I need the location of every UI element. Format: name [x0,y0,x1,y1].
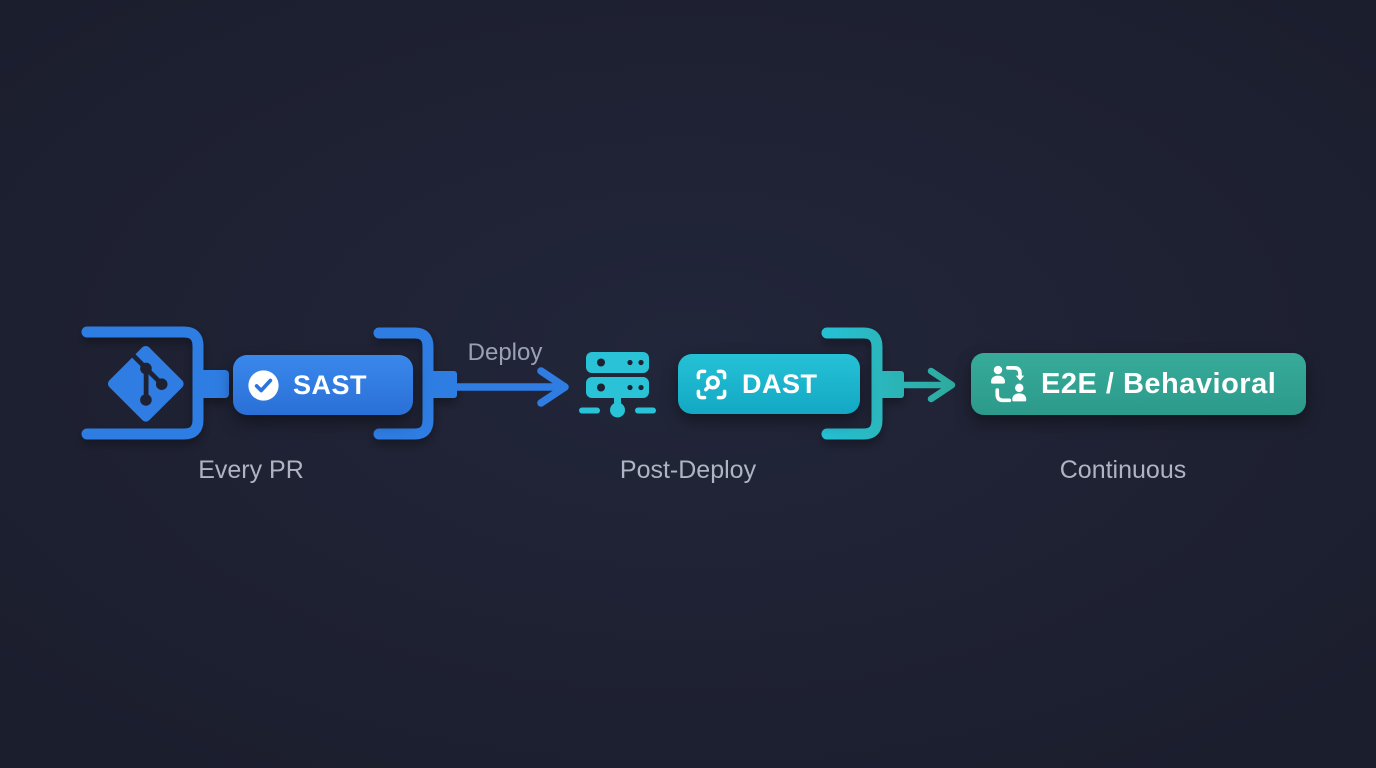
sast-exit-bracket [373,327,457,440]
server-icon [579,352,656,418]
sast-badge-label: SAST [293,369,368,400]
dast-badge: DAST [678,354,860,414]
git-icon [108,345,184,422]
dast-badge-label: DAST [742,368,818,399]
scan-search-icon [696,369,727,399]
continuous-arrow [900,367,956,403]
phase-label-post-deploy: Post-Deploy [619,456,757,484]
sast-badge: SAST [233,355,413,415]
users-sync-icon [991,365,1027,403]
deploy-arrow-label: Deploy [467,339,543,366]
phase-label-continuous: Continuous [1059,456,1187,484]
phase-label-every-pr: Every PR [198,456,304,484]
dast-exit-bracket [821,327,904,440]
pr-bracket-connector-stub [197,370,229,398]
sast-bracket-connector-stub [427,371,457,398]
e2e-badge-label: E2E / Behavioral [1041,367,1277,400]
pr-stage-bracket [81,326,229,440]
check-circle-icon [248,369,279,401]
dast-bracket-connector-stub [876,371,904,398]
e2e-badge: E2E / Behavioral [971,353,1306,415]
deploy-arrow [453,367,569,407]
